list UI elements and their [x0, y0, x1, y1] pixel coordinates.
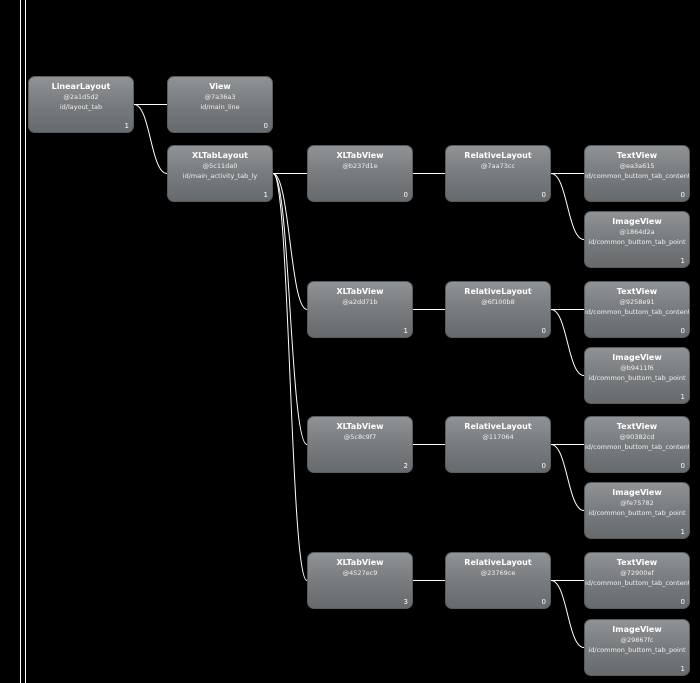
node-imageview[interactable]: ImageView @fe75782 id/common_buttom_tab_po… — [584, 482, 690, 539]
node-resource-id: id/main_activity_tab_ly — [182, 172, 258, 180]
node-child-index: 1 — [680, 257, 685, 265]
node-view[interactable]: View @7a36a3 id/main_line 0 — [167, 76, 273, 133]
node-child-index: 0 — [541, 598, 546, 606]
node-imageview[interactable]: ImageView @b9411f6 id/common_buttom_tab_po… — [584, 347, 690, 404]
node-resource-id: id/layout_tab — [59, 103, 103, 111]
node-child-index: 0 — [680, 462, 685, 470]
node-textview[interactable]: TextView @ea3a615 id/common_buttom_tab_con… — [584, 145, 690, 202]
node-child-index: 0 — [263, 122, 268, 130]
node-hash: @a2dd71b — [342, 298, 378, 306]
node-resource-id: id/common_buttom_tab_point — [588, 646, 686, 654]
connector-line — [272, 173, 308, 445]
node-xltabview[interactable]: XLTabView @b237d1e 0 — [307, 145, 413, 202]
node-child-index: 1 — [263, 191, 268, 199]
node-hash: @5c11da0 — [202, 162, 238, 170]
node-class-name: XLTabView — [336, 422, 384, 431]
node-relativelayout[interactable]: RelativeLayout @7aa73cc 0 — [445, 145, 551, 202]
node-resource-id: id/common_buttom_tab_point — [588, 509, 686, 517]
node-hash: @b237d1e — [342, 162, 378, 170]
node-resource-id: id/common_buttom_tab_content_tv — [585, 308, 689, 316]
node-resource-id: id/common_buttom_tab_content_tv — [585, 172, 689, 180]
node-hash: @9258e91 — [619, 298, 655, 306]
node-hash: @fe75782 — [620, 499, 654, 507]
node-child-index: 0 — [403, 191, 408, 199]
node-class-name: RelativeLayout — [464, 151, 532, 160]
node-hash: @5c8c9f7 — [343, 433, 377, 441]
node-hash: @7aa73cc — [480, 162, 516, 170]
node-xltablayout[interactable]: XLTabLayout @5c11da0 id/main_activity_tab_… — [167, 145, 273, 202]
connector-line — [272, 173, 308, 310]
node-relativelayout[interactable]: RelativeLayout @6f100b8 0 — [445, 281, 551, 338]
node-hash: @29867fc — [620, 636, 654, 644]
node-class-name: LinearLayout — [51, 82, 111, 91]
left-guide-line — [20, 0, 21, 683]
left-guide-line — [25, 0, 26, 683]
node-child-index: 2 — [403, 462, 408, 470]
node-child-index: 1 — [680, 393, 685, 401]
node-hash: @72900ef — [620, 569, 654, 577]
node-child-index: 1 — [403, 327, 408, 335]
node-child-index: 1 — [680, 665, 685, 673]
node-class-name: TextView — [616, 287, 658, 296]
node-class-name: XLTabView — [336, 287, 384, 296]
node-class-name: RelativeLayout — [464, 558, 532, 567]
node-xltabview[interactable]: XLTabView @a2dd71b 1 — [307, 281, 413, 338]
node-resource-id: id/common_buttom_tab_point — [588, 238, 686, 246]
node-imageview[interactable]: ImageView @1864d2a id/common_buttom_tab_po… — [584, 211, 690, 268]
connector-line — [272, 173, 308, 581]
node-hash: @7a36a3 — [204, 93, 236, 101]
node-class-name: RelativeLayout — [464, 287, 532, 296]
node-class-name: ImageView — [612, 488, 662, 497]
node-textview[interactable]: TextView @9258e91 id/common_buttom_tab_con… — [584, 281, 690, 338]
connector-line — [550, 173, 585, 240]
node-child-index: 3 — [403, 598, 408, 606]
node-class-name: RelativeLayout — [464, 422, 532, 431]
connector-line — [550, 580, 585, 648]
node-textview[interactable]: TextView @72900ef id/common_buttom_tab_con… — [584, 552, 690, 609]
node-linearlayout[interactable]: LinearLayout @2a1d5d2 id/layout_tab 1 — [28, 76, 134, 133]
node-resource-id: id/main_line — [200, 103, 240, 111]
node-hash: @23769ce — [480, 569, 516, 577]
node-class-name: XLTabLayout — [192, 151, 248, 160]
node-hash: @ea3a615 — [619, 162, 655, 170]
node-class-name: ImageView — [612, 625, 662, 634]
node-class-name: TextView — [616, 558, 658, 567]
node-class-name: XLTabView — [336, 558, 384, 567]
node-class-name: XLTabView — [336, 151, 384, 160]
node-resource-id: id/common_buttom_tab_content_tv — [585, 443, 689, 451]
node-relativelayout[interactable]: RelativeLayout @23769ce 0 — [445, 552, 551, 609]
node-class-name: View — [209, 82, 231, 91]
node-imageview[interactable]: ImageView @29867fc id/common_buttom_tab_po… — [584, 619, 690, 676]
node-child-index: 1 — [124, 122, 129, 130]
connector-line — [550, 444, 585, 511]
connector-line — [550, 309, 585, 376]
node-textview[interactable]: TextView @90382cd id/common_buttom_tab_con… — [584, 416, 690, 473]
node-child-index: 0 — [541, 191, 546, 199]
node-hash: @b9411f6 — [620, 364, 654, 372]
node-class-name: TextView — [616, 151, 658, 160]
node-class-name: TextView — [616, 422, 658, 431]
node-child-index: 0 — [680, 598, 685, 606]
node-child-index: 0 — [680, 191, 685, 199]
connector-line — [133, 104, 168, 174]
node-hash: @90382cd — [619, 433, 655, 441]
node-xltabview[interactable]: XLTabView @5c8c9f7 2 — [307, 416, 413, 473]
node-hash: @117064 — [482, 433, 514, 441]
node-class-name: ImageView — [612, 353, 662, 362]
node-xltabview[interactable]: XLTabView @4527ec9 3 — [307, 552, 413, 609]
node-child-index: 0 — [541, 327, 546, 335]
node-class-name: ImageView — [612, 217, 662, 226]
node-relativelayout[interactable]: RelativeLayout @117064 0 — [445, 416, 551, 473]
node-resource-id: id/common_buttom_tab_content_tv — [585, 579, 689, 587]
node-child-index: 0 — [680, 327, 685, 335]
node-resource-id: id/common_buttom_tab_point — [588, 374, 686, 382]
node-child-index: 0 — [541, 462, 546, 470]
node-child-index: 1 — [680, 528, 685, 536]
node-hash: @6f100b8 — [481, 298, 515, 306]
node-hash: @4527ec9 — [342, 569, 378, 577]
node-hash: @2a1d5d2 — [63, 93, 99, 101]
node-hash: @1864d2a — [619, 228, 655, 236]
